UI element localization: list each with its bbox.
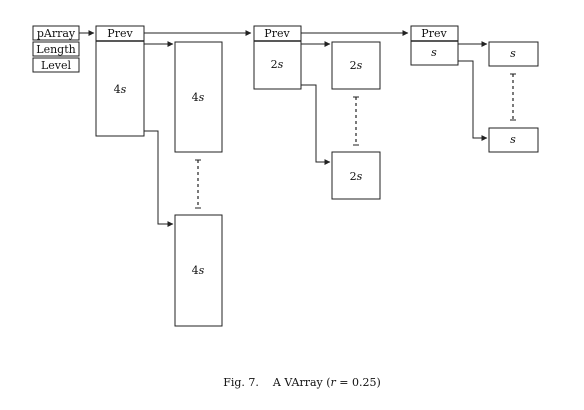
block-1-chunk-last-label: 4s xyxy=(192,264,205,277)
header-length-cell xyxy=(32,41,80,57)
block-3: Prev s xyxy=(410,25,459,66)
figure-caption: Fig. 7. A VArray (r = 0.25) xyxy=(223,376,381,389)
header-level-label: Level xyxy=(41,59,72,72)
block-1-frame xyxy=(95,25,145,137)
block-2-chunk-first-label: 2s xyxy=(350,59,363,72)
block-2-chunks: 2s 2s xyxy=(331,41,381,200)
block-3-prev-label: Prev xyxy=(421,27,447,40)
header-record: pArray Length Level xyxy=(32,25,80,73)
block-1-chunk-last xyxy=(174,214,223,327)
block-3-chunk-first xyxy=(488,41,539,67)
block-3-chunks: s s xyxy=(488,41,539,153)
block-2-chunk-last-label: 2s xyxy=(350,170,363,183)
block-2-prev-label: Prev xyxy=(264,27,290,40)
header-parray-label: pArray xyxy=(37,27,76,40)
caption-fig-number: Fig. 7. xyxy=(223,376,259,389)
block-1-size-label: 4s xyxy=(114,83,127,96)
block-1-chunk-first-label: 4s xyxy=(192,91,205,104)
block-2-size-label: 2s xyxy=(271,58,284,71)
block-2-to-chunk-last-arrow xyxy=(301,84,331,165)
header-length-label: Length xyxy=(36,43,75,56)
block-2: Prev 2s xyxy=(253,25,302,90)
caption-title: A VArray ( xyxy=(272,376,331,389)
block-3-size-label: s xyxy=(431,46,437,59)
block-1-chunks: 4s 4s xyxy=(174,41,223,327)
block-3-chunk-last-label: s xyxy=(510,133,516,146)
block-3-frame xyxy=(410,25,459,66)
caption-equation: = 0.25) xyxy=(336,376,381,389)
block-1-prev-label: Prev xyxy=(107,27,133,40)
block-1: Prev 4s xyxy=(95,25,145,137)
block-1-chunk-first xyxy=(174,41,223,153)
block-3-chunk-last xyxy=(488,127,539,153)
caption-variable: r xyxy=(331,376,337,389)
block-3-chunk-first-label: s xyxy=(510,47,516,60)
block-2-chunk-last xyxy=(331,151,381,200)
block-1-to-chunk-last-arrow xyxy=(144,130,174,227)
block-2-frame xyxy=(253,25,302,90)
header-level-cell xyxy=(32,57,80,73)
block-3-to-chunk-last-arrow xyxy=(458,60,488,141)
block-2-chunk-first xyxy=(331,41,381,90)
